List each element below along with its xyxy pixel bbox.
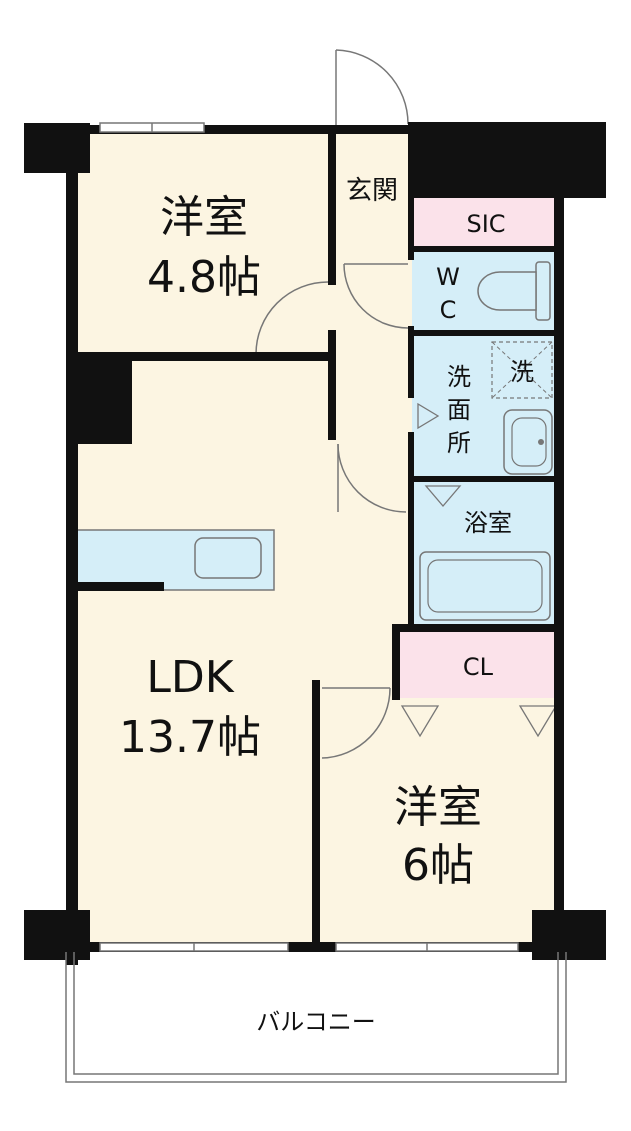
wash-basin-icon — [503, 409, 553, 475]
balcony-label: バルコニー — [256, 1008, 376, 1036]
sic-label: SIC — [466, 210, 505, 238]
closet-door-left-icon — [400, 705, 440, 738]
toilet-icon — [477, 261, 551, 321]
wc-label-c: C — [440, 296, 457, 324]
western-room-b-floor — [318, 680, 554, 950]
washroom-label-2: 面 — [447, 396, 471, 424]
closet-label: CL — [463, 653, 494, 681]
bathroom-door-triangle-icon — [424, 485, 462, 508]
western-room-a-name: 洋室 — [160, 192, 248, 243]
kitchen-sink-icon — [194, 537, 262, 579]
closet-door-right-icon — [518, 705, 558, 738]
washroom-door-triangle-icon — [417, 402, 440, 430]
western-room-b-door-icon — [321, 687, 391, 759]
balcony — [65, 952, 567, 1083]
western-room-a-size: 4.8帖 — [147, 252, 261, 303]
washroom-label-1: 洗 — [447, 363, 471, 391]
entrance-label: 玄関 — [346, 176, 398, 206]
wc-door-icon — [343, 263, 409, 329]
closet-floor — [398, 630, 554, 698]
western-room-b-name: 洋室 — [394, 782, 482, 833]
sic-floor — [412, 198, 554, 246]
bathroom-label: 浴室 — [464, 509, 512, 537]
bathtub-icon — [419, 551, 551, 621]
walls — [64, 122, 606, 965]
western-room-a-floor — [78, 132, 332, 354]
wall-columns — [24, 123, 606, 960]
ldk-size: 13.7帖 — [119, 712, 261, 763]
wc-label-w: W — [436, 263, 460, 291]
windows — [99, 122, 519, 952]
washing-machine-space — [491, 341, 553, 399]
washroom-label-3: 所 — [447, 429, 471, 457]
western-room-b-size: 6帖 — [402, 840, 474, 891]
ldk-door-icon — [337, 443, 407, 513]
entrance-door-icon — [335, 49, 409, 128]
ldk-name: LDK — [146, 652, 234, 703]
washer-label: 洗 — [510, 358, 534, 386]
hall-floor — [312, 438, 412, 638]
kitchen-partition-wall — [74, 582, 164, 591]
